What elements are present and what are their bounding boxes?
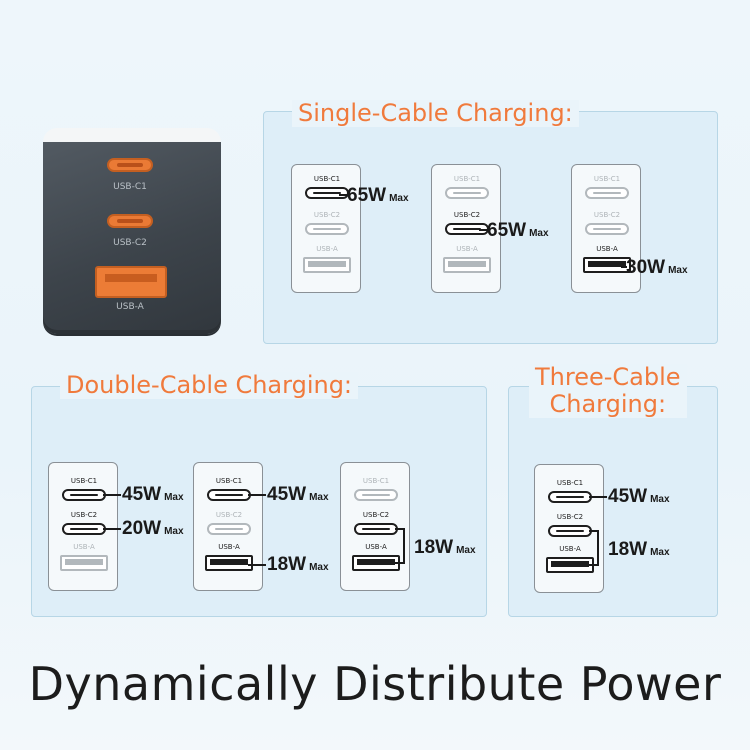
usb-c-port-icon: [62, 489, 106, 501]
port-label: USB-A: [456, 245, 478, 253]
port-label: USB-C2: [556, 513, 584, 521]
device-usb-c2-label: USB-C2: [113, 238, 147, 248]
single-cable-title: Single-Cable Charging:: [292, 100, 579, 127]
usb-a-port-icon: [60, 555, 108, 571]
double-card-2: USB-C1 USB-C2 USB-A: [193, 462, 263, 591]
device-usb-a-port: [95, 266, 167, 298]
usb-c-port-icon: [585, 223, 629, 235]
bracket-line: [395, 528, 405, 564]
usb-c-port-icon: [445, 223, 489, 235]
footer-headline: Dynamically Distribute Power: [28, 657, 722, 711]
connector-line: [339, 194, 348, 196]
three-cable-title: Three-Cable Charging:: [529, 364, 687, 418]
port-label: USB-C2: [313, 211, 341, 219]
usb-c-port-icon: [445, 187, 489, 199]
port-label: USB-A: [559, 545, 581, 553]
connector-line: [248, 494, 266, 496]
port-label: USB-A: [218, 543, 240, 551]
usb-a-port-icon: [205, 555, 253, 571]
usb-a-port-icon: [303, 257, 351, 273]
device-usb-c2-port: [107, 214, 153, 228]
port-label: USB-C1: [362, 477, 390, 485]
bracket-line: [589, 530, 599, 566]
device-usb-c1-label: USB-C1: [113, 182, 147, 192]
usb-c-port-icon: [62, 523, 106, 535]
device-usb-a-label: USB-A: [116, 302, 144, 312]
port-label: USB-A: [316, 245, 338, 253]
single-card-2: USB-C1 USB-C2 USB-A: [431, 164, 501, 293]
port-label: USB-C1: [313, 175, 341, 183]
usb-a-port-icon: [546, 557, 594, 573]
port-label: USB-C1: [453, 175, 481, 183]
port-label: USB-C1: [556, 479, 584, 487]
connector-line: [103, 528, 121, 530]
port-label: USB-C2: [453, 211, 481, 219]
usb-c-port-icon: [585, 187, 629, 199]
usb-a-port-icon: [583, 257, 631, 273]
usb-c-port-icon: [305, 187, 349, 199]
double-cable-title: Double-Cable Charging:: [60, 372, 359, 399]
connector-line: [621, 266, 627, 268]
device-usb-c1-port: [107, 158, 153, 172]
usb-c-port-icon: [548, 491, 592, 503]
port-label: USB-A: [596, 245, 618, 253]
charger-device-illustration: USB-C1 USB-C2 USB-A: [43, 128, 221, 334]
usb-c-port-icon: [207, 523, 251, 535]
port-label: USB-C1: [593, 175, 621, 183]
usb-a-port-icon: [352, 555, 400, 571]
port-label: USB-A: [365, 543, 387, 551]
port-label: USB-C2: [70, 511, 98, 519]
single-card-1: USB-C1 USB-C2 USB-A: [291, 164, 361, 293]
single-card-3: USB-C1 USB-C2 USB-A: [571, 164, 641, 293]
connector-line: [589, 496, 607, 498]
usb-c-port-icon: [207, 489, 251, 501]
usb-c-port-icon: [354, 523, 398, 535]
triple-card: USB-C1 USB-C2 USB-A: [534, 464, 604, 593]
port-label: USB-C1: [215, 477, 243, 485]
three-cable-title-line2: Charging:: [549, 390, 667, 418]
port-label: USB-C2: [362, 511, 390, 519]
usb-a-port-icon: [443, 257, 491, 273]
connector-line: [248, 564, 266, 566]
port-label: USB-A: [73, 543, 95, 551]
usb-c-port-icon: [305, 223, 349, 235]
connector-line: [479, 229, 488, 231]
port-label: USB-C2: [215, 511, 243, 519]
connector-line: [103, 494, 121, 496]
usb-c-port-icon: [354, 489, 398, 501]
port-label: USB-C1: [70, 477, 98, 485]
port-label: USB-C2: [593, 211, 621, 219]
three-cable-title-line1: Three-Cable: [535, 363, 681, 391]
double-card-1: USB-C1 USB-C2 USB-A: [48, 462, 118, 591]
usb-c-port-icon: [548, 525, 592, 537]
double-card-3: USB-C1 USB-C2 USB-A: [340, 462, 410, 591]
